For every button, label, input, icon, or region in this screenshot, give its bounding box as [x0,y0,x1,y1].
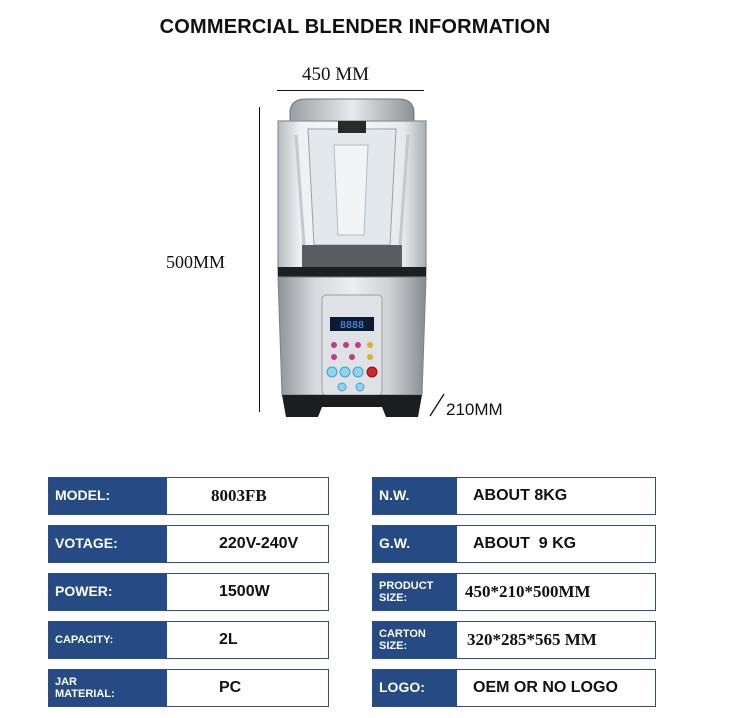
spec-label: N.W. [373,478,457,514]
blender-display-readout: 8888 [340,320,364,331]
spec-label: CARTON SIZE: [373,622,457,658]
spec-label: LOGO: [373,670,457,706]
spec-value: ABOUT 9 KG [473,535,577,552]
spec-row-power: POWER: 1500W [48,573,329,611]
spec-row-net-weight: N.W. ABOUT 8KG [372,477,656,515]
spec-row-logo: LOGO: OEM OR NO LOGO [372,669,656,707]
spec-value: 1500W [219,583,270,600]
width-dimension-label: 450 MM [302,64,370,85]
spec-value: ABOUT 8KG [473,487,568,504]
spec-label: G.W. [373,526,457,562]
spec-label: VOTAGE: [49,526,167,562]
spec-value: 8003FB [211,486,267,505]
spec-value: 2L [219,631,238,648]
spec-value: PC [219,679,242,696]
spec-row-capacity: CAPACITY: 2L [48,621,329,659]
depth-dimension-line [429,393,445,417]
spec-row-gross-weight: G.W. ABOUT 9 KG [372,525,656,563]
spec-label: PRODUCT SIZE: [373,574,457,610]
blender-product-image: 8888 [277,98,427,417]
spec-label: POWER: [49,574,167,610]
spec-row-voltage: VOTAGE: 220V-240V [48,525,329,563]
spec-value: 220V-240V [219,535,299,552]
spec-label: CAPACITY: [49,622,167,658]
depth-dimension-label: 210MM [446,400,503,419]
spec-label: JAR MATERIAL: [49,670,167,706]
spec-row-model: MODEL: 8003FB [48,477,329,515]
spec-value: OEM OR NO LOGO [473,679,618,696]
width-dimension-line [277,90,424,91]
spec-value: 320*285*565 MM [467,630,597,649]
height-dimension-label: 500MM [166,252,226,272]
spec-row-product-size: PRODUCT SIZE: 450*210*500MM [372,573,656,611]
spec-label: MODEL: [49,478,167,514]
spec-row-jar-material: JAR MATERIAL: PC [48,669,329,707]
spec-row-carton-size: CARTON SIZE: 320*285*565 MM [372,621,656,659]
page-title: COMMERCIAL BLENDER INFORMATION [159,16,551,38]
spec-value: 450*210*500MM [465,582,591,601]
height-dimension-line [259,107,260,412]
